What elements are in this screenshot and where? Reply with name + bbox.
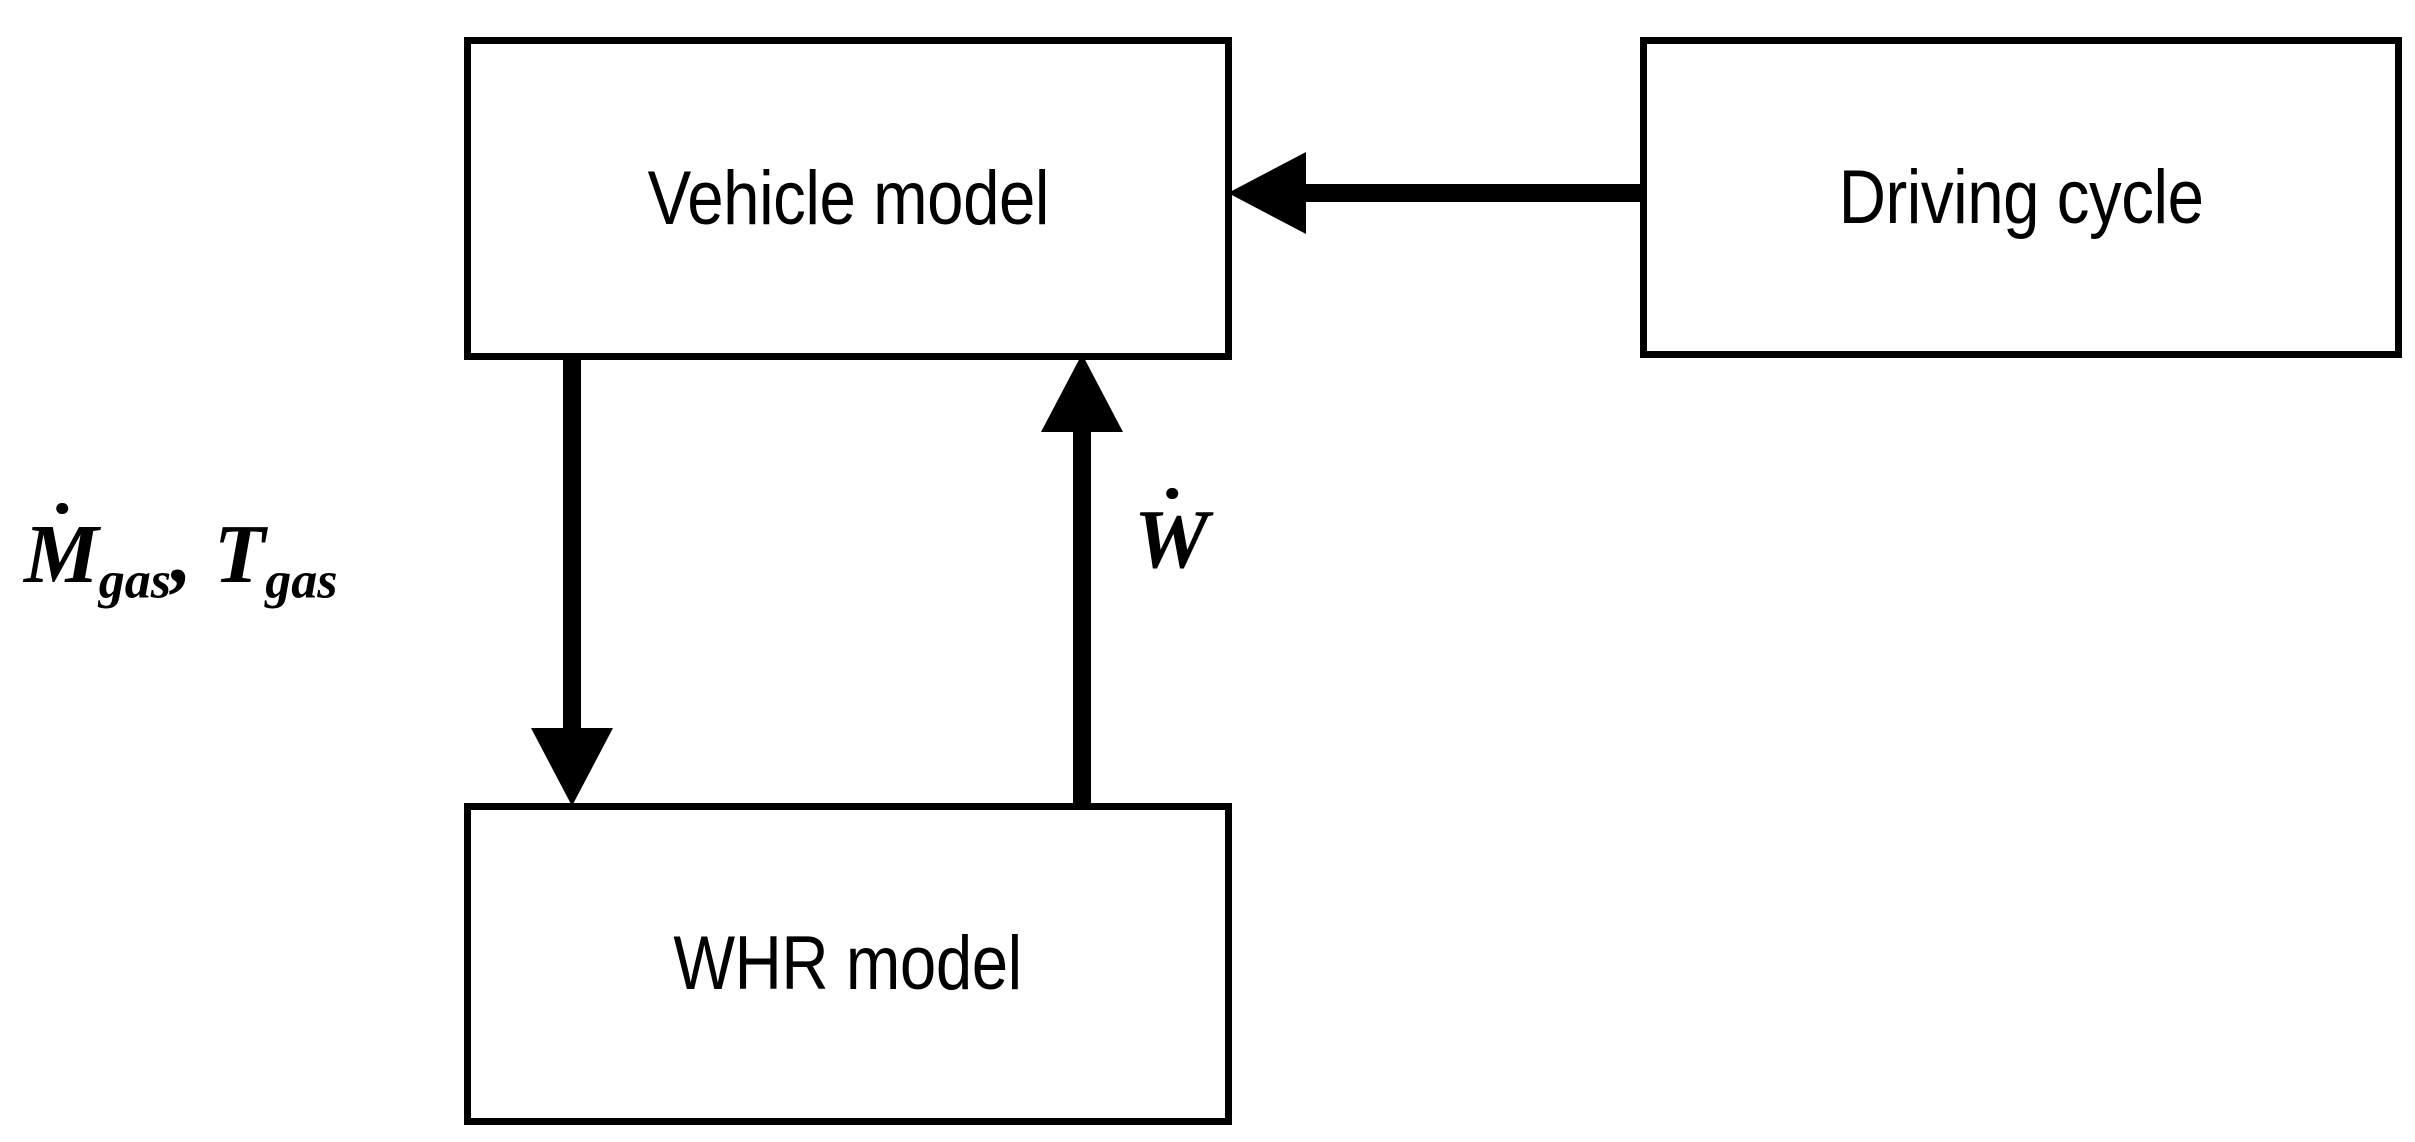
arrow-vehicle-model-to-whr-model: [531, 357, 613, 806]
overdot-icon: [1166, 487, 1178, 500]
variable-tgas-base: T: [213, 508, 266, 601]
variable-mdot: M: [24, 502, 99, 597]
arrow-head-down: [531, 728, 613, 806]
node-driving-cycle[interactable]: Driving cycle: [1640, 37, 2402, 358]
variable-wdot: W: [1134, 487, 1209, 582]
variable-tgas-subscript: gas: [265, 552, 338, 610]
arrow-head-up: [1041, 354, 1123, 432]
variable-mdot-base: M: [24, 508, 99, 601]
node-label-whr-model: WHR model: [673, 921, 1023, 1006]
node-label-vehicle-model: Vehicle model: [647, 155, 1049, 241]
node-label-driving-cycle: Driving cycle: [1838, 154, 2204, 240]
edge-label-work-rate: W: [1134, 487, 1209, 582]
edge-label-mass-flow-and-temperature: Mgas,Tgas: [24, 502, 338, 610]
arrow-whr-model-to-vehicle-model: [1041, 354, 1123, 803]
overdot-icon: [56, 502, 68, 515]
node-whr-model[interactable]: WHR model: [464, 803, 1232, 1125]
variable-wdot-base: W: [1134, 493, 1209, 586]
variable-mdot-subscript: gas: [98, 552, 172, 610]
arrow-head-left: [1228, 152, 1306, 234]
node-vehicle-model[interactable]: Vehicle model: [464, 37, 1232, 360]
label-separator: ,: [171, 508, 193, 601]
arrow-driving-cycle-to-vehicle-model: [1228, 152, 1640, 234]
